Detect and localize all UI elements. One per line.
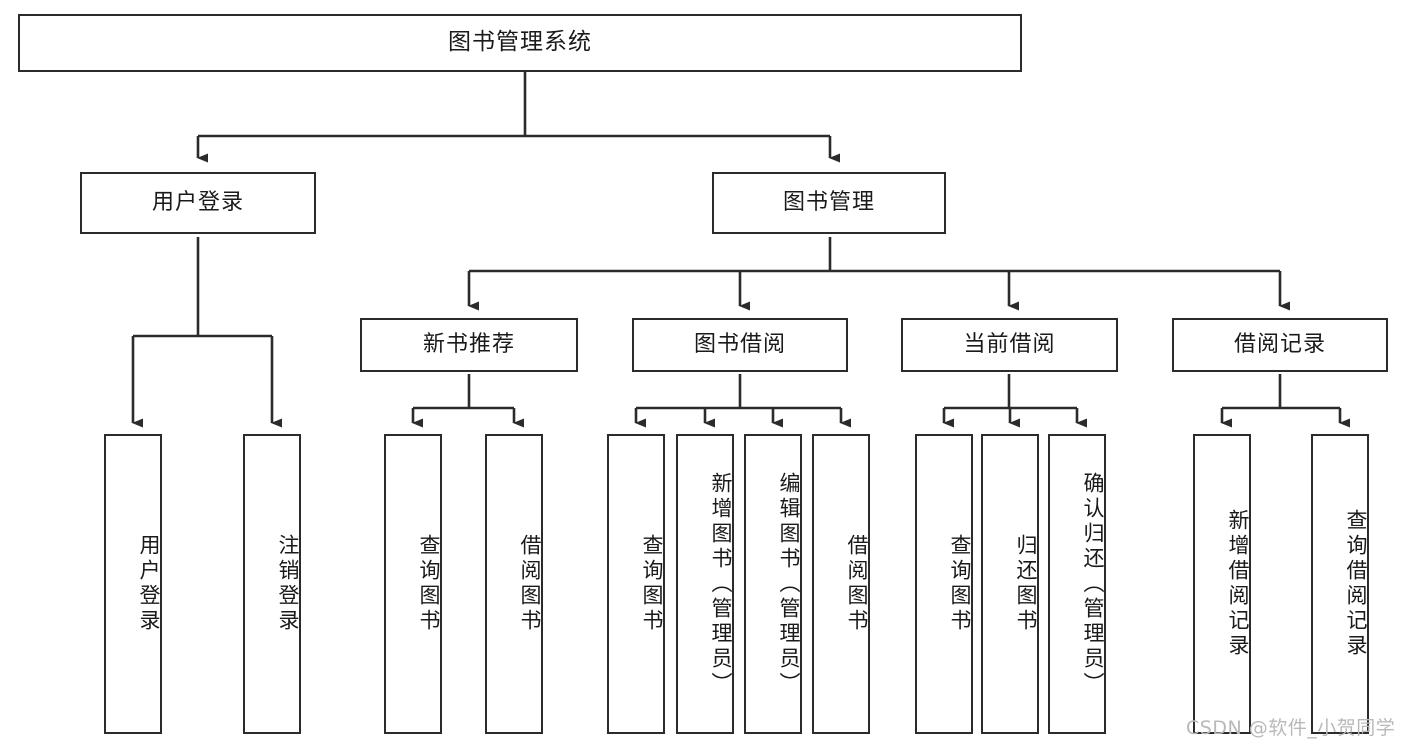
node-book-borrow[interactable]: 图书借阅 [632, 318, 848, 372]
leaf-user-login-login[interactable]: 用户登录 [104, 434, 162, 734]
node-label: 当前借阅 [963, 331, 1056, 357]
node-label: 查询借阅记录 [1344, 509, 1368, 659]
node-label: 查询图书 [417, 534, 441, 634]
node-label: 借阅记录 [1233, 331, 1326, 357]
node-label: 借阅图书 [845, 534, 869, 634]
leaf-borrow-edit-book-admin[interactable]: 编辑图书（管理员） [744, 434, 802, 734]
node-borrow-record[interactable]: 借阅记录 [1172, 318, 1388, 372]
node-new-book-recommend[interactable]: 新书推荐 [360, 318, 578, 372]
node-label: 新增借阅记录 [1226, 509, 1250, 659]
node-label: 借阅图书 [518, 534, 542, 634]
leaf-current-confirm-return-admin[interactable]: 确认归还（管理员） [1048, 434, 1106, 734]
leaf-borrow-query-book[interactable]: 查询图书 [607, 434, 665, 734]
leaf-recommend-query-book[interactable]: 查询图书 [384, 434, 442, 734]
node-label: 确认归还（管理员） [1081, 471, 1105, 697]
leaf-recommend-borrow-book[interactable]: 借阅图书 [485, 434, 543, 734]
node-label: 编辑图书（管理员） [777, 471, 801, 697]
node-current-borrow[interactable]: 当前借阅 [901, 318, 1118, 372]
leaf-current-query-book[interactable]: 查询图书 [915, 434, 973, 734]
node-label: 归还图书 [1014, 534, 1038, 634]
node-label: 查询图书 [948, 534, 972, 634]
node-label: 查询图书 [640, 534, 664, 634]
leaf-current-return-book[interactable]: 归还图书 [981, 434, 1039, 734]
leaf-borrow-borrow-book[interactable]: 借阅图书 [812, 434, 870, 734]
node-user-login[interactable]: 用户登录 [80, 172, 316, 234]
node-label: 新书推荐 [422, 331, 515, 357]
node-label: 用户登录 [137, 534, 161, 634]
leaf-borrow-add-book-admin[interactable]: 新增图书（管理员） [676, 434, 734, 734]
node-label: 注销登录 [276, 534, 300, 634]
leaf-record-add-record[interactable]: 新增借阅记录 [1193, 434, 1251, 734]
node-label: 图书管理系统 [448, 29, 592, 56]
leaf-record-query-record[interactable]: 查询借阅记录 [1311, 434, 1369, 734]
node-label: 新增图书（管理员） [709, 471, 733, 697]
node-label: 图书借阅 [693, 331, 786, 357]
leaf-user-login-logout[interactable]: 注销登录 [243, 434, 301, 734]
node-label: 图书管理 [782, 189, 875, 215]
watermark-text: CSDN @软件_小贺同学 [1186, 717, 1396, 739]
node-label: 用户登录 [151, 189, 244, 215]
node-root-system[interactable]: 图书管理系统 [18, 14, 1022, 72]
node-book-management[interactable]: 图书管理 [712, 172, 946, 234]
